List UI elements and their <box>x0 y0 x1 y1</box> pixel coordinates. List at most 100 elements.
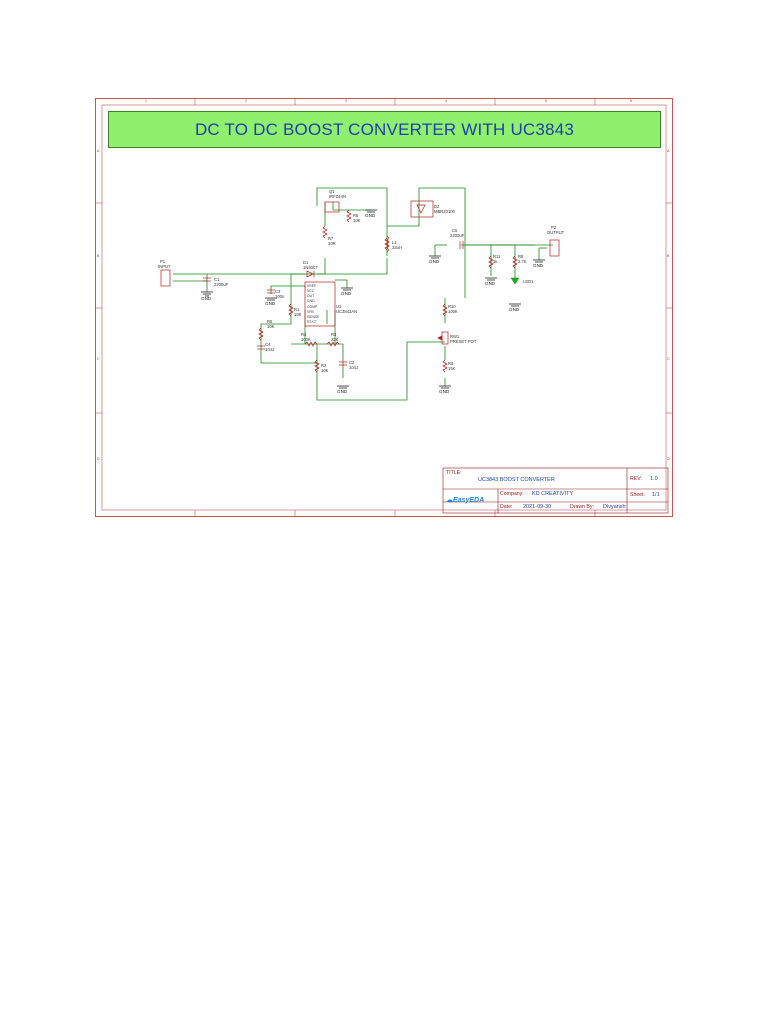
r4-ref: R4 <box>301 332 307 337</box>
ruler-side-d: D <box>97 457 100 461</box>
ruler-top-5: 5 <box>545 99 547 103</box>
u1-pin-gnd: GND <box>307 299 315 303</box>
frame-ticks <box>95 98 673 517</box>
p1-ref: P1 <box>160 259 166 264</box>
r5-value: 10K <box>267 324 275 329</box>
tb-title-value: UC3843 BOOST CONVERTER <box>478 477 555 483</box>
logo-text: EasyEDA <box>453 497 485 504</box>
u1-pin-vref: VREF <box>307 284 317 288</box>
r4-value: 100K <box>301 337 311 342</box>
u1-pin-comp: COMP <box>307 305 318 309</box>
ruler-top-1: 1 <box>145 99 147 103</box>
c2-ref: C2 <box>349 360 355 365</box>
title-banner: DC TO DC BOOST CONVERTER WITH UC3843 <box>108 111 661 148</box>
d2-ref: D2 <box>434 204 440 209</box>
gnd-label-r11: GND <box>485 281 496 286</box>
u1-pin-out: OUT <box>307 294 315 298</box>
c3-value: 100n <box>275 294 285 299</box>
ruler-top-4: 4 <box>445 99 447 103</box>
components <box>160 200 560 373</box>
l1-ref: L1 <box>392 240 397 245</box>
c5-ref: C5 <box>452 228 458 233</box>
ruler-side-b-right: B <box>667 254 670 258</box>
q1-value: IRFZ44N <box>329 194 346 199</box>
tb-rev-value: 1.0 <box>650 476 658 482</box>
easyeda-logo: ☁EasyEDA <box>446 496 484 504</box>
r3-ref: R3 <box>331 332 337 337</box>
schematic-drawing <box>95 98 673 517</box>
rw-value: PRESET POT <box>450 339 477 344</box>
c4-ref: C4 <box>265 342 271 347</box>
wires <box>173 187 553 401</box>
schematic-title: DC TO DC BOOST CONVERTER WITH UC3843 <box>194 119 575 139</box>
ruler-top-6: 6 <box>630 99 632 103</box>
u1-pin-isense: ISENSE <box>307 315 320 319</box>
r2-value: 10K <box>321 368 329 373</box>
c4-value: 104J <box>265 347 275 352</box>
r6-value: 10K <box>353 218 361 223</box>
tb-title-key: TITLE: <box>446 470 462 476</box>
r3-value: 22K <box>331 337 339 342</box>
p1-value: INPUT <box>158 264 171 269</box>
tb-date-key: Date: <box>500 504 513 510</box>
sheet-frame <box>95 98 673 517</box>
r10-ref: R10 <box>448 304 456 309</box>
tb-company-value: KD CREATIVITY <box>532 491 574 497</box>
d1-ref: D1 <box>303 260 309 265</box>
u1-pin-vcc: VCC <box>307 289 315 293</box>
c1-ref: C1 <box>214 277 220 282</box>
gnd-label-led: GND <box>509 307 520 312</box>
tb-company-key: Company: <box>500 491 524 497</box>
tb-drawn-value: Divyansh <box>603 504 626 510</box>
r8-value: 2.7K <box>518 259 527 264</box>
u1-value: UC3843AN <box>336 309 358 314</box>
led1-ref: LED1 <box>523 279 534 284</box>
r8-ref: R8 <box>518 254 524 259</box>
gnd-label-c2: GND <box>337 389 348 394</box>
r1-value: 10K <box>294 312 302 317</box>
ruler-side-c: C <box>97 357 100 361</box>
u1-ref: U1 <box>336 304 342 309</box>
r2-ref: R2 <box>321 363 327 368</box>
ruler-top-3: 3 <box>345 99 347 103</box>
ground-symbols <box>201 209 545 389</box>
gnd-label-c1: GND <box>201 296 212 301</box>
r11-ref: R11 <box>493 254 501 259</box>
l1-value: 33uH <box>392 245 403 250</box>
r9-value: 15K <box>448 366 456 371</box>
u1-pin-rtct: RT/CT <box>307 320 317 324</box>
c5-value: 2200uF <box>450 233 465 238</box>
gnd-label-c3: GND <box>265 301 276 306</box>
r1-ref: R1 <box>294 307 300 312</box>
r7-ref: R7 <box>328 236 334 241</box>
p2-value: OUTPUT <box>547 230 565 235</box>
ruler-side-c-right: C <box>667 357 670 361</box>
tb-date-value: 2021-09-30 <box>523 504 552 510</box>
ruler-side-a-right: A <box>667 149 670 153</box>
c2-value: 104J <box>349 365 359 370</box>
c3-ref: C3 <box>275 289 281 294</box>
r5-ref: R5 <box>267 319 273 324</box>
gnd-label-u1: GND <box>341 291 352 296</box>
title-block-frame <box>442 467 669 514</box>
gnd-label-r9: GND <box>439 389 450 394</box>
led-symbol <box>510 277 520 285</box>
tb-drawn-key: Drawn By: <box>570 504 594 510</box>
d1-value: 1N4007 <box>303 265 318 270</box>
gnd-label-out: GND <box>533 263 544 268</box>
gnd-label-c5: GND <box>429 259 440 264</box>
r9-ref: R9 <box>448 361 454 366</box>
r6-ref: R6 <box>353 213 359 218</box>
u1-pin-vfb: VFB <box>307 310 314 314</box>
ruler-side-a: A <box>97 149 100 153</box>
rw-ref: RW1 <box>450 334 460 339</box>
c1-value: 2200uF <box>214 282 229 287</box>
cloud-icon: ☁ <box>446 497 453 504</box>
q1-ref: Q1 <box>329 189 335 194</box>
gnd-label-q1: GND <box>365 213 376 218</box>
ruler-top-2: 2 <box>245 99 247 103</box>
r11-value: 1k <box>493 259 498 264</box>
r10-value: 100K <box>448 309 458 314</box>
ruler-side-d-right: D <box>667 457 670 461</box>
d2-value: MBR20100 <box>434 209 455 214</box>
